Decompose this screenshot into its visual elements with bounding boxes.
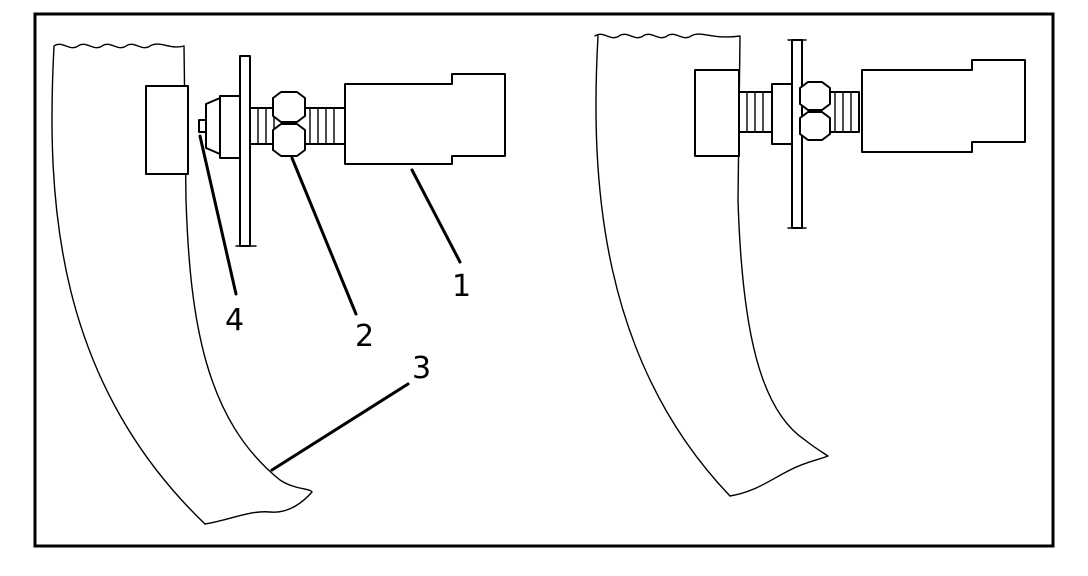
right-pedal-arm (594, 33, 829, 497)
left-plunger-stem (205, 97, 221, 155)
diagram-frame (33, 12, 1055, 548)
callout-3-leader (270, 382, 410, 472)
callout-2-leader (290, 156, 358, 316)
left-pedal-arm (51, 43, 313, 525)
left-view (51, 43, 506, 525)
callout-4: 4 (225, 303, 244, 338)
right-pedal-pad (694, 69, 740, 157)
callout-1-leader (410, 168, 462, 264)
left-pedal-pad (145, 85, 189, 175)
callout-2: 2 (355, 319, 374, 354)
left-jam-nut-upper (272, 91, 306, 123)
left-washer (219, 95, 241, 159)
callout-4-leader (198, 134, 238, 296)
callout-1: 1 (452, 269, 471, 304)
right-jam-nut-lower (799, 111, 831, 141)
callout-3: 3 (412, 351, 431, 386)
right-jam-nut-upper (799, 81, 831, 111)
right-view (594, 33, 1026, 497)
left-switch-body (344, 73, 506, 165)
right-washer (771, 83, 793, 145)
right-switch-body (861, 59, 1026, 153)
left-jam-nut-lower (272, 123, 306, 157)
left-bracket (239, 55, 251, 247)
